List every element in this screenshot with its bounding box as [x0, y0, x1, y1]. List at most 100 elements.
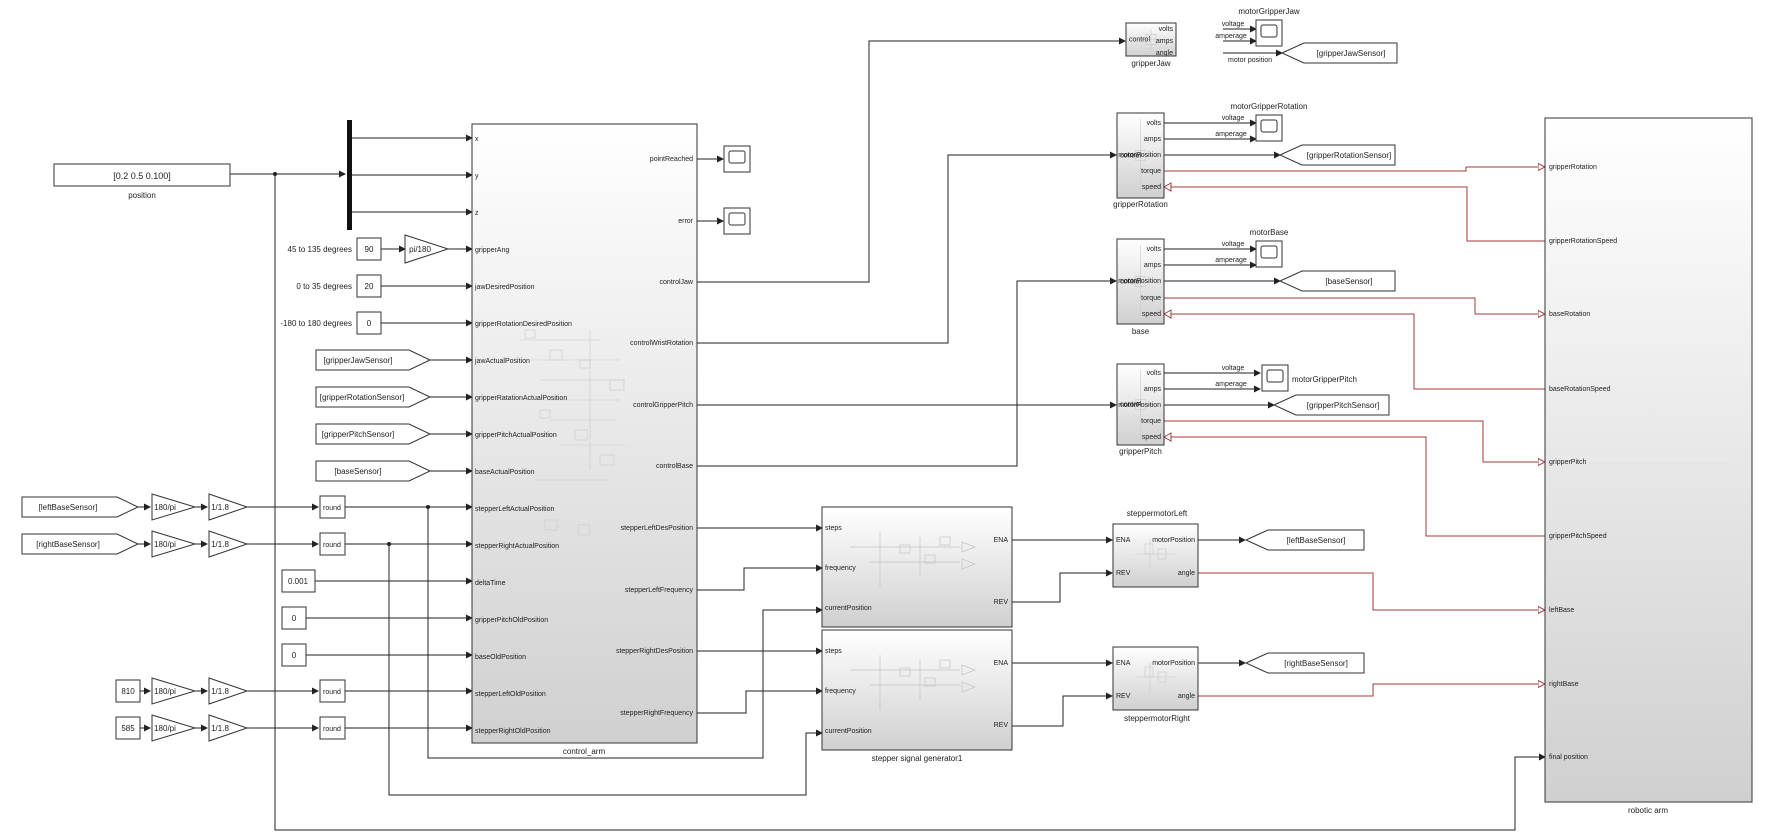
scope-point-reached[interactable] [723, 145, 751, 173]
control-arm-output-stepperLeftDesPosition: stepperLeftDesPosition [621, 525, 693, 532]
const-left-old[interactable]: 810 [115, 679, 141, 703]
gain-180pi-810[interactable]: 180/pi [151, 677, 197, 705]
control-arm-input-gripperRotationDesiredPosition: gripperRotationDesiredPosition [475, 321, 572, 328]
control-arm-input-gripperAng: gripperAng [475, 247, 509, 254]
phys-gripper-pitch-speed[interactable] [1170, 436, 1545, 537]
control-arm-output-stepperLeftFrequency: stepperLeftFrequency [625, 587, 694, 594]
phys-gripper-rotation-speed[interactable] [1170, 186, 1545, 242]
position-constant-block[interactable]: [0.2 0.5 0.100] [53, 163, 231, 187]
round-left[interactable]: round [319, 495, 346, 519]
round-right[interactable]: round [319, 532, 346, 556]
robotic-arm-input-gripperPitchSpeed: gripperPitchSpeed [1549, 533, 1607, 540]
phys-gripper-pitch[interactable] [1164, 420, 1545, 462]
wire-gen1-rev[interactable] [1012, 569, 1113, 603]
mux-block[interactable] [347, 120, 352, 230]
from-right-base-sensor[interactable]: [rightBaseSensor] [21, 533, 140, 555]
motor-gripperRotation-input-control: control [1120, 153, 1141, 160]
generator-2-label: stepper signal generator1 [872, 754, 963, 763]
round-585[interactable]: round [319, 716, 346, 740]
control-arm-subsystem[interactable]: xyzgripperAngjawDesiredPositiongripperRo… [471, 123, 698, 744]
const-delta-time[interactable]: 0.001 [281, 569, 316, 593]
wire-final-position[interactable] [274, 174, 1546, 831]
const-rotation-desired[interactable]: 0 [356, 311, 382, 335]
gain-18-left[interactable]: 1/1.8 [208, 493, 249, 521]
const-base-old[interactable]: 0 [281, 643, 307, 667]
stepper-1-output-motorPosition: motorPosition [1152, 537, 1195, 544]
wire-left-current[interactable] [427, 507, 823, 759]
phys-right-base[interactable] [1198, 684, 1545, 697]
gain-pi-180[interactable]: pi/180 [404, 234, 450, 264]
scope-motorGripperRotation[interactable] [1255, 114, 1283, 142]
motor-gripperRotation-output-torque: torque [1141, 168, 1161, 175]
wire-controlbase[interactable] [697, 277, 1117, 467]
scope-label-motorGripperJaw: motorGripperJaw [1238, 7, 1300, 16]
motor-gripperPitch-label: gripperPitch [1119, 447, 1162, 456]
control-arm-inner-preview [520, 329, 625, 536]
gain-180pi-810-label: 180/pi [154, 687, 176, 696]
gain-18-810[interactable]: 1/1.8 [208, 677, 249, 705]
goto-leftBaseSensor[interactable]: [leftBaseSensor] [1244, 529, 1365, 551]
generator-1-input-steps: steps [825, 525, 842, 532]
from-base-sensor[interactable]: [baseSensor] [315, 460, 432, 482]
robotic-arm-subsystem[interactable]: gripperRotationgripperRotationSpeedbaseR… [1544, 117, 1753, 803]
round-810-label: round [323, 689, 341, 696]
phys-base-rotation-speed[interactable] [1170, 313, 1545, 390]
motor-base-output-motorPosition: motorPosition [1118, 278, 1161, 285]
stepper-2-label: steppermotorRight [1124, 714, 1191, 723]
control-arm-label: control_arm [563, 747, 606, 756]
control-arm-input-deltaTime: deltaTime [475, 580, 506, 587]
stepper-inner-preview-2 [1135, 662, 1175, 692]
scope-error[interactable] [723, 207, 751, 235]
const-right-old[interactable]: 585 [115, 716, 141, 740]
const-jaw-desired[interactable]: 20 [356, 274, 382, 298]
gain-180pi-left-label: 180/pi [154, 503, 176, 512]
goto-gripperRotationSensor[interactable]: [gripperRotationSensor] [1278, 144, 1396, 166]
motor-gripperPitch-output-speed: speed [1142, 434, 1161, 441]
motor-gripperRotation-output-speed: speed [1142, 184, 1161, 191]
round-810[interactable]: round [319, 679, 346, 703]
scope-motorBase[interactable] [1255, 240, 1283, 268]
motor-gripperJaw-input-control: control [1129, 37, 1150, 44]
goto-gripperJawSensor[interactable]: [gripperJawSensor] [1280, 42, 1398, 64]
robotic-arm-label: robotic arm [1628, 806, 1668, 815]
from-gripper-jaw-sensor[interactable]: [gripperJawSensor] [315, 349, 432, 371]
gain-18-right[interactable]: 1/1.8 [208, 530, 249, 558]
goto-rightBaseSensor[interactable]: [rightBaseSensor] [1244, 652, 1365, 674]
const-jaw-desired-value: 20 [365, 282, 374, 291]
wire-right-current[interactable] [388, 544, 823, 796]
wire-controljaw[interactable] [697, 37, 1126, 283]
const-gripper-ang[interactable]: 90 [356, 237, 382, 261]
phys-base-rotation[interactable] [1164, 297, 1545, 314]
phys-gripper-rotation[interactable] [1164, 167, 1545, 172]
from-left-base-sensor[interactable]: [leftBaseSensor] [21, 496, 140, 518]
goto-2-label: [rightBaseSensor] [1284, 659, 1348, 668]
gain-180pi-585[interactable]: 180/pi [151, 714, 197, 742]
gain-180pi-right[interactable]: 180/pi [151, 530, 197, 558]
control-arm-input-jawActualPosition: jawActualPosition [474, 358, 530, 365]
const-pitch-old[interactable]: 0 [281, 606, 307, 630]
robotic-arm-input-rightBase: rightBase [1549, 681, 1579, 688]
wire-leftfreq[interactable] [697, 564, 823, 591]
phys-left-base[interactable] [1198, 572, 1545, 610]
goto-gripperPitchSensor[interactable]: [gripperPitchSensor] [1272, 394, 1390, 416]
gain-18-585[interactable]: 1/1.8 [208, 714, 249, 742]
scope-motorGripperJaw[interactable] [1255, 19, 1283, 47]
gain-180pi-left[interactable]: 180/pi [151, 493, 197, 521]
scope-motorGripperPitch[interactable] [1261, 364, 1289, 392]
goto-baseSensor[interactable]: [baseSensor] [1278, 270, 1396, 292]
from-gripper-rotation-sensor[interactable]: [gripperRotationSensor] [315, 386, 432, 408]
from-gripper-pitch-sensor[interactable]: [gripperPitchSensor] [315, 423, 432, 445]
generator-2-input-currentPosition: currentPosition [825, 728, 872, 735]
wire-rightfreq[interactable] [697, 687, 823, 714]
wire-gen2-rev[interactable] [1012, 692, 1113, 727]
robotic-arm-input-gripperRotationSpeed: gripperRotationSpeed [1549, 238, 1617, 245]
wire-controlwrist[interactable] [697, 151, 1117, 344]
